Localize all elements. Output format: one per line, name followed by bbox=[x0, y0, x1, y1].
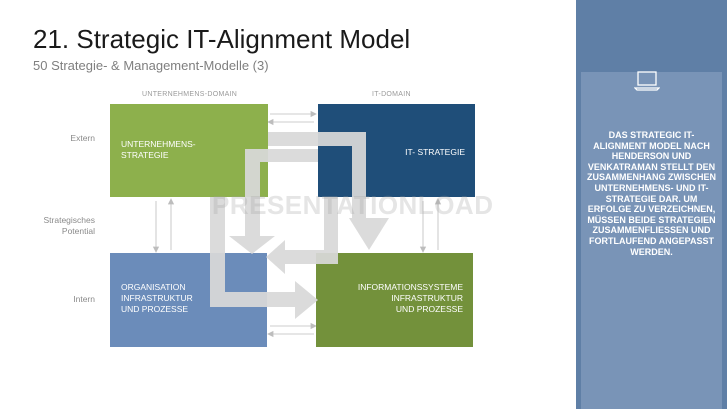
arrow-it-to-organisation bbox=[229, 149, 318, 254]
watermark: PRESENTATIONLOAD bbox=[212, 190, 494, 220]
information-systems-box: INFORMATIONSSYSTEME INFRASTRUKTUR UND PR… bbox=[316, 253, 473, 347]
link-arrowhead bbox=[419, 246, 427, 253]
arrow-organisation-to-systems bbox=[210, 197, 318, 319]
slide-subtitle: 50 Strategie- & Management-Modelle (3) bbox=[33, 58, 269, 73]
it-strategy-box: IT- STRATEGIE bbox=[318, 104, 475, 197]
link-arrowhead bbox=[267, 330, 274, 338]
domain-label-it: IT-DOMAIN bbox=[372, 91, 411, 98]
link-arrowhead bbox=[310, 110, 317, 118]
info-panel: Das Strategic IT-Alignment Model nach He… bbox=[576, 0, 727, 409]
organisation-box: ORGANISATION INFRASTRUKTUR UND PROZESSE bbox=[110, 253, 267, 347]
business-strategy-label: UNTERNEHMENS- STRATEGIE bbox=[121, 139, 196, 160]
it-strategy-label: IT- STRATEGIE bbox=[405, 147, 465, 157]
link-arrowhead bbox=[434, 198, 442, 205]
organisation-label: ORGANISATION INFRASTRUKTUR UND PROZESSE bbox=[121, 282, 193, 314]
information-systems-label: INFORMATIONSSYSTEME INFRASTRUKTUR UND PR… bbox=[357, 282, 463, 314]
link-arrowhead bbox=[267, 118, 274, 126]
info-panel-backdrop bbox=[581, 72, 722, 409]
laptop-icon bbox=[634, 71, 660, 91]
domain-label-business: UNTERNEHMENS-DOMAIN bbox=[142, 91, 238, 98]
link-arrowhead bbox=[152, 246, 160, 253]
link-arrowhead bbox=[167, 198, 175, 205]
business-strategy-box: UNTERNEHMENS- STRATEGIE bbox=[110, 104, 268, 197]
arrow-systems-to-organisation bbox=[266, 197, 338, 274]
row-label-intern: Intern bbox=[73, 294, 95, 304]
row-label-extern: Extern bbox=[70, 133, 95, 143]
slide-title: 21. Strategic IT-Alignment Model bbox=[33, 24, 411, 54]
info-panel-text: Das Strategic IT-Alignment Model nach He… bbox=[587, 130, 716, 257]
link-arrowhead bbox=[310, 322, 317, 330]
row-label-strategic-potential: Strategisches Potential bbox=[43, 215, 96, 236]
arrow-business-to-it-systems bbox=[268, 132, 389, 250]
